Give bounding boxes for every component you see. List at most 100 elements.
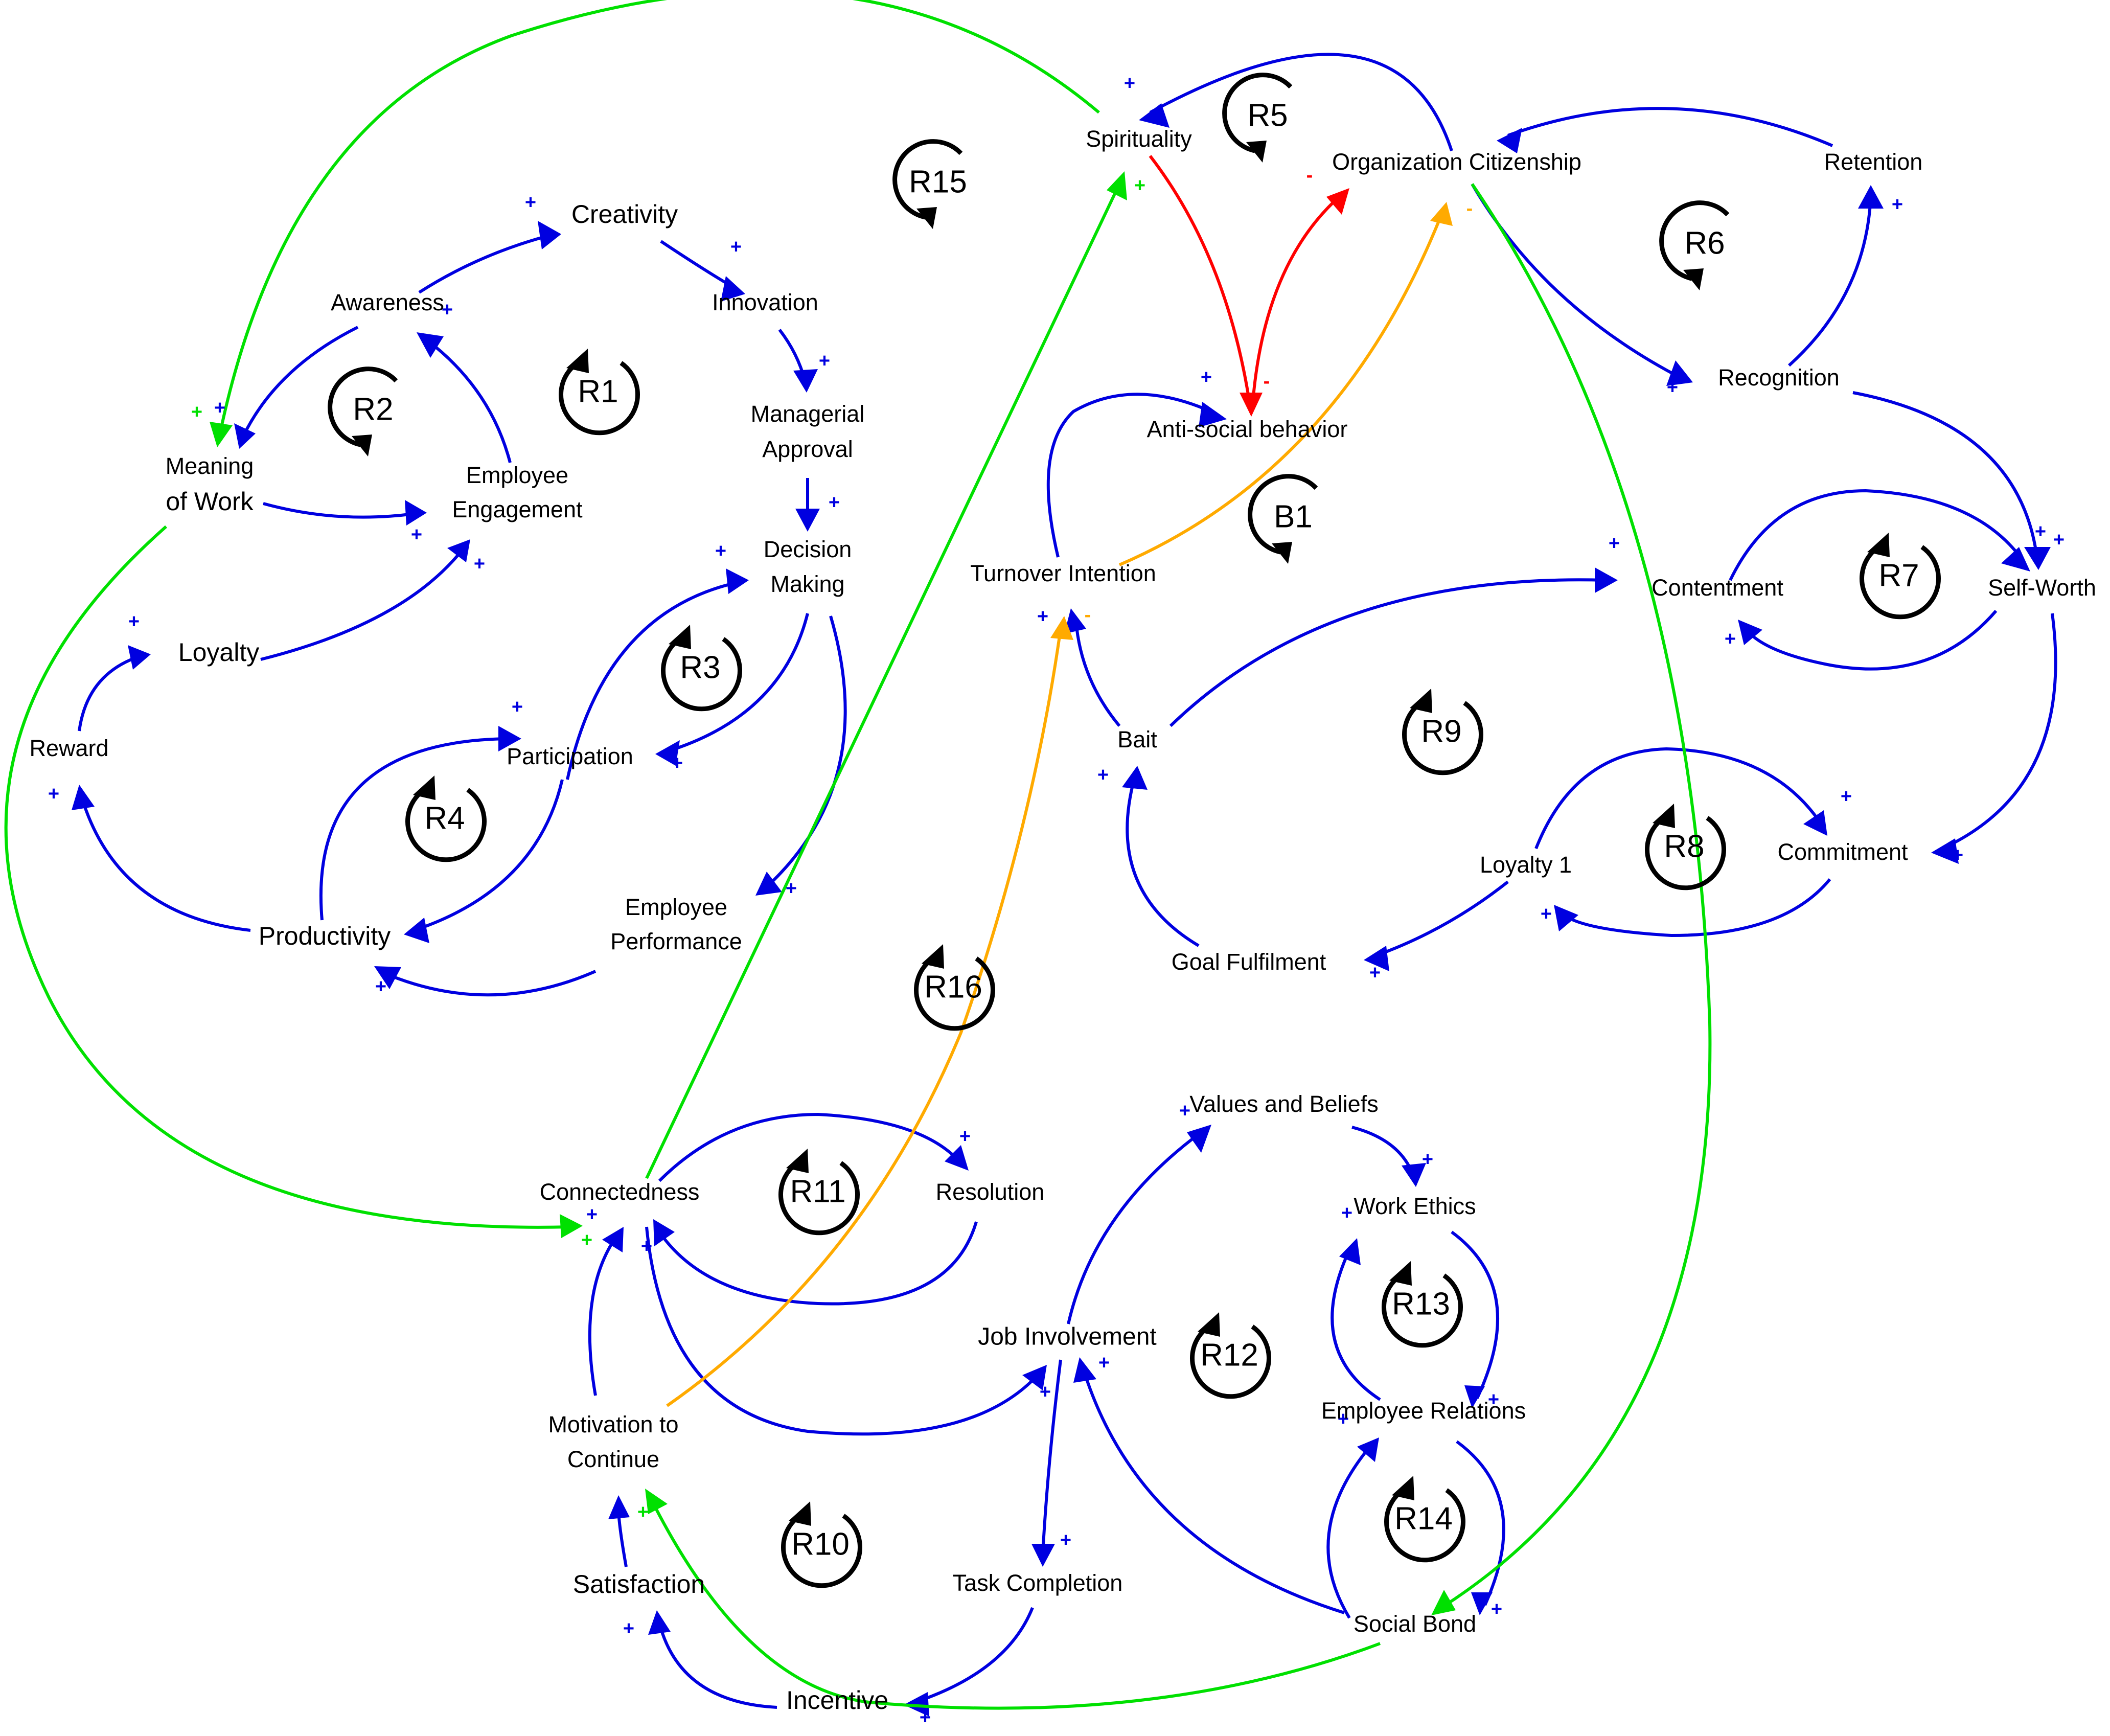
link-selfworth-contentment: [1744, 610, 1998, 671]
node-connectedness: Connectedness: [540, 1179, 700, 1205]
polarity-socialbond-jobinv: +: [1098, 1352, 1110, 1374]
link-meaning-engagement-head: [405, 500, 427, 526]
link-socialbond-jobinv-head: [1073, 1357, 1096, 1383]
link-jobinv-task: [1041, 1359, 1062, 1555]
polarity-selfworth-contentment: +: [1725, 628, 1736, 650]
link-orgcit-socialbond: [1440, 183, 1712, 1609]
link-socialbond-motivation: [650, 1499, 1381, 1710]
link-motivation-connectedness-head: [602, 1227, 624, 1252]
link-performance-productivity: [385, 970, 597, 997]
polarity-workethics-emprel: +: [1488, 1389, 1499, 1410]
polarity-spirituality-antisocial: -: [1264, 371, 1270, 392]
link-spirituality-antisocial: [1149, 155, 1251, 404]
link-incentive-satisfaction-head: [648, 1610, 671, 1635]
node-goal-fulfilment: Goal Fulfilment: [1172, 949, 1326, 975]
link-selfworth-contentment-head: [1738, 620, 1762, 645]
link-decision-participation-head: [655, 740, 680, 766]
node-employee-relations: Employee Relations: [1321, 1398, 1526, 1424]
polarity-decision-performance: +: [786, 878, 797, 899]
polarity-antisocial-orgcit: -: [1306, 165, 1313, 186]
loop-R2: R2: [328, 367, 398, 456]
node-self-worth: Self-Worth: [1988, 575, 2096, 601]
loop-R5: R5: [1222, 73, 1293, 163]
svg-text:R3: R3: [680, 650, 720, 685]
svg-text:R5: R5: [1247, 98, 1288, 133]
node-retention: Retention: [1824, 149, 1923, 175]
polarity-bait-contentment: +: [1609, 533, 1620, 554]
loop-R9: R9: [1402, 689, 1483, 775]
node-loyalty-1: Loyalty 1: [1480, 852, 1572, 878]
link-meaning-engagement: [263, 502, 415, 519]
link-goal-bait-head: [1122, 766, 1148, 790]
link-socialbond-emprel-head: [1357, 1437, 1379, 1462]
link-productivity-participation-head: [498, 726, 521, 751]
link-loyalty-engagement: [260, 549, 464, 661]
link-connectedness-jobinv-head: [1022, 1365, 1047, 1390]
polarity-loyalty1-commitment: +: [1841, 786, 1852, 807]
link-recognition-selfworth-head: [2024, 547, 2051, 570]
link-recognition-retention-head: [1858, 185, 1884, 209]
polarity-meaning-engagement: +: [411, 524, 422, 545]
link-orgcit-recognition-head: [1666, 360, 1693, 386]
link-participation-productivity: [414, 779, 564, 932]
loop-R10: R10: [781, 1501, 862, 1588]
link-contentment-selfworth-head: [2001, 547, 2030, 572]
node-innovation: Innovation: [712, 289, 818, 315]
link-participation-decision: [566, 581, 737, 780]
node-motivation-to-continue-line1: Motivation to: [548, 1411, 678, 1437]
node-employee-engagement-line2: Engagement: [452, 496, 583, 522]
link-meaning-connectedness-head: [560, 1214, 583, 1238]
link-motivation-turnover: [666, 628, 1062, 1407]
link-recognition-selfworth: [1852, 391, 2038, 558]
polarity-connectedness-resolution: +: [959, 1126, 971, 1147]
link-emprel-socialbond: [1456, 1440, 1505, 1606]
node-employee-performance-line1: Employee: [625, 894, 727, 920]
loop-R15: R15: [892, 139, 967, 229]
link-socialbond-motivation-head: [645, 1489, 668, 1514]
node-awareness: Awareness: [331, 289, 444, 315]
loop-R6: R6: [1659, 200, 1730, 290]
link-jobinv-task-head: [1031, 1544, 1055, 1567]
polarity-motivation-connectedness: +: [586, 1204, 598, 1225]
link-awareness-creativity-head: [538, 221, 561, 249]
link-connectedness-resolution-head: [945, 1145, 969, 1171]
node-employee-performance-line2: Performance: [610, 928, 742, 954]
polarity-jobinv-task: +: [1060, 1529, 1071, 1551]
link-reward-loyalty: [78, 655, 139, 732]
polarity-loyalty1-goal: +: [1369, 962, 1381, 984]
loop-R13: R13: [1382, 1261, 1463, 1348]
link-awareness-meaning: [241, 326, 359, 438]
link-awareness-meaning-head: [234, 423, 256, 449]
node-commitment: Commitment: [1777, 839, 1908, 865]
polarity-turnover-orgcit: -: [1466, 198, 1473, 219]
node-resolution: Resolution: [936, 1179, 1045, 1205]
node-decision-making-line1: Decision: [764, 536, 852, 562]
link-loyalty1-goal-head: [1364, 946, 1389, 971]
link-commitment-loyalty1-head: [1554, 905, 1578, 931]
link-motivation-turnover-head: [1050, 616, 1073, 640]
link-decision-performance: [765, 615, 847, 888]
node-values-and-beliefs: Values and Beliefs: [1189, 1091, 1378, 1117]
link-productivity-participation: [319, 737, 509, 921]
polarity-bait-turnover: +: [1037, 606, 1048, 627]
svg-text:R1: R1: [578, 374, 618, 409]
polarity-task-incentive: +: [920, 1707, 931, 1728]
link-task-incentive: [914, 1607, 1034, 1704]
loop-R4: R4: [405, 775, 487, 862]
polarity-jobinv-values: +: [1179, 1100, 1190, 1122]
polarity-participation-decision: +: [715, 540, 726, 562]
node-contentment: Contentment: [1652, 575, 1783, 601]
polarity-emprel-socialbond: +: [1491, 1598, 1502, 1620]
link-productivity-reward-head: [72, 785, 95, 810]
node-organization-citizenship: Organization Citizenship: [1332, 149, 1581, 175]
link-incentive-satisfaction: [658, 1623, 777, 1709]
node-creativity: Creativity: [571, 200, 678, 229]
svg-text:R11: R11: [790, 1174, 845, 1209]
link-performance-productivity-head: [374, 966, 401, 989]
loop-R7: R7: [1860, 533, 1941, 620]
link-antisocial-orgcit-head: [1326, 188, 1349, 215]
loop-R8: R8: [1645, 804, 1726, 890]
link-bait-turnover: [1074, 621, 1121, 727]
node-employee-engagement-line1: Employee: [466, 462, 568, 488]
svg-text:R14: R14: [1394, 1501, 1453, 1536]
